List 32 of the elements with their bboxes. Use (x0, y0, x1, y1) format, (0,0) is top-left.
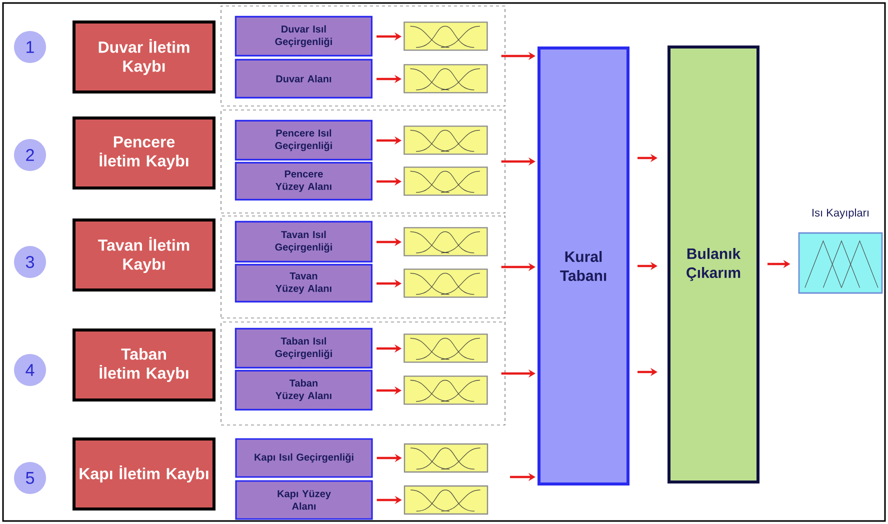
membership-plot (404, 227, 488, 256)
category-box: Taban İletim Kaybı (72, 328, 216, 402)
input-box: Tavan Isıl Geçirgenliği (234, 220, 372, 262)
category-box: Kapı İletim Kaybı (72, 438, 216, 510)
membership-plot (404, 376, 488, 405)
input-box: Kapı Isıl Geçirgenliği (235, 438, 373, 478)
category-box: Pencere İletim Kaybı (72, 116, 216, 190)
membership-plot (404, 22, 488, 51)
input-box: Taban Isıl Geçirgenliği (234, 328, 372, 368)
input-box: Pencere Yüzey Alanı (234, 162, 372, 200)
rule-base-box: Kural Tabanı (538, 46, 630, 486)
group-frame (220, 110, 506, 214)
inference-box: Bulanık Çıkarım (668, 46, 760, 484)
input-box: Pencere Isıl Geçirgenliği (234, 120, 372, 160)
membership-plot (404, 268, 488, 298)
membership-plot (404, 485, 488, 515)
output-label: Isı Kayıpları (812, 208, 868, 219)
membership-plot (404, 334, 488, 363)
membership-plot (404, 126, 488, 155)
membership-plot (404, 64, 488, 94)
input-box: Duvar Alanı (234, 58, 372, 98)
input-box: Taban Yüzey Alanı (234, 370, 372, 410)
category-box: Tavan İletim Kaybı (72, 218, 216, 292)
group-frame (220, 322, 506, 426)
input-box: Kapı Yüzey Alanı (235, 480, 373, 520)
membership-plot (404, 166, 488, 196)
input-box: Tavan Yüzey Alanı (234, 264, 372, 302)
category-box: Duvar İletim Kaybı (72, 20, 216, 94)
group-frame (220, 6, 506, 106)
input-box: Duvar Isıl Geçirgenliği (234, 16, 372, 56)
membership-plot (404, 443, 488, 473)
group-frame (220, 216, 506, 318)
